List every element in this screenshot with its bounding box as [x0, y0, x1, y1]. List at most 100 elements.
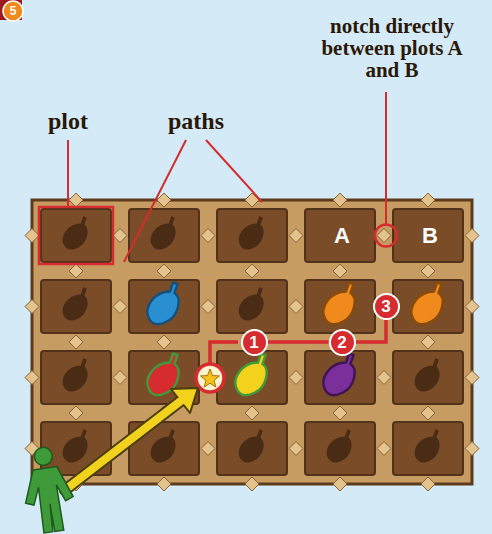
notch — [113, 300, 127, 314]
farmer-figure — [18, 444, 77, 534]
plot-square — [217, 280, 287, 333]
notch — [333, 477, 347, 491]
callout-label: notch directly between plots A and B — [307, 15, 477, 81]
plot-square — [305, 351, 375, 404]
callout-text: 3 — [381, 298, 390, 315]
pepper-silhouette — [239, 429, 264, 462]
move-arrow — [65, 400, 182, 490]
plot-square — [217, 209, 287, 262]
notch — [465, 229, 479, 243]
farmer-piece — [323, 354, 354, 396]
chapter-tab — [0, 0, 22, 20]
notch — [69, 264, 83, 278]
start-star — [201, 369, 220, 387]
notch — [421, 264, 435, 278]
notch — [69, 193, 83, 207]
callout-label: plot — [48, 109, 88, 134]
label-text: 5 — [10, 4, 17, 18]
pepper-silhouette — [63, 216, 88, 249]
start-circle — [196, 364, 224, 392]
plot-square — [393, 209, 463, 262]
plot-letter: A — [334, 224, 350, 247]
plot-square — [217, 422, 287, 475]
plot-highlight — [39, 207, 113, 264]
plot-square — [129, 209, 199, 262]
board — [32, 200, 472, 484]
plot-letter: B — [422, 224, 438, 247]
notch — [157, 477, 171, 491]
notch — [245, 406, 259, 420]
callout-text: 2 — [337, 334, 346, 351]
pepper-silhouette — [239, 287, 264, 320]
notch — [245, 477, 259, 491]
notch — [201, 300, 215, 314]
notch — [465, 300, 479, 314]
farmer-piece — [147, 283, 178, 325]
plot-square — [393, 280, 463, 333]
notch — [201, 229, 215, 243]
route-line — [210, 342, 238, 364]
callout-number: 2 — [329, 329, 356, 356]
callout-number: 1 — [241, 329, 268, 356]
label-text: A — [334, 223, 350, 248]
callout-label: paths — [168, 109, 224, 134]
farmer-piece — [235, 354, 266, 396]
move-arrow-outline — [65, 400, 182, 490]
leader-line — [67, 140, 69, 207]
notch — [25, 371, 39, 385]
plot-square — [41, 209, 111, 262]
plot-square — [41, 280, 111, 333]
notch — [25, 300, 39, 314]
pepper-silhouette — [63, 358, 88, 391]
notch — [157, 335, 171, 349]
pepper-silhouette — [415, 429, 440, 462]
notch — [377, 442, 391, 456]
notch — [333, 406, 347, 420]
notch — [289, 371, 303, 385]
step-badge — [3, 1, 23, 21]
notch — [465, 442, 479, 456]
plot-square — [305, 422, 375, 475]
notch — [421, 406, 435, 420]
plot-square — [393, 351, 463, 404]
plot-square — [217, 351, 287, 404]
pepper-silhouette — [151, 216, 176, 249]
notch — [465, 371, 479, 385]
notch-highlight — [375, 225, 397, 247]
notch — [289, 300, 303, 314]
notch — [113, 371, 127, 385]
label-text: notch directly between plots A and B — [321, 14, 462, 82]
notch — [333, 264, 347, 278]
notch — [421, 477, 435, 491]
pepper-silhouette — [327, 429, 352, 462]
pepper-silhouette — [63, 287, 88, 320]
route-line — [356, 320, 387, 342]
plot-square — [129, 280, 199, 333]
notch — [25, 229, 39, 243]
notch — [69, 335, 83, 349]
leader-line — [385, 92, 387, 224]
leader-line — [206, 140, 262, 202]
notch — [289, 229, 303, 243]
notch — [201, 442, 215, 456]
plot-square — [393, 422, 463, 475]
notch — [421, 193, 435, 207]
label-text: B — [422, 223, 438, 248]
notch — [289, 442, 303, 456]
notch — [245, 264, 259, 278]
notch — [157, 264, 171, 278]
label-text: plot — [48, 108, 88, 134]
notch — [69, 406, 83, 420]
farmer-piece — [411, 283, 442, 325]
pepper-silhouette — [151, 429, 176, 462]
plot-square — [41, 351, 111, 404]
callout-text: 1 — [249, 334, 258, 351]
notch — [377, 229, 391, 243]
leader-line — [124, 140, 186, 262]
pepper-silhouette — [415, 358, 440, 391]
notch — [421, 335, 435, 349]
plots — [41, 209, 463, 475]
notch — [377, 371, 391, 385]
farmer-piece — [323, 283, 354, 325]
